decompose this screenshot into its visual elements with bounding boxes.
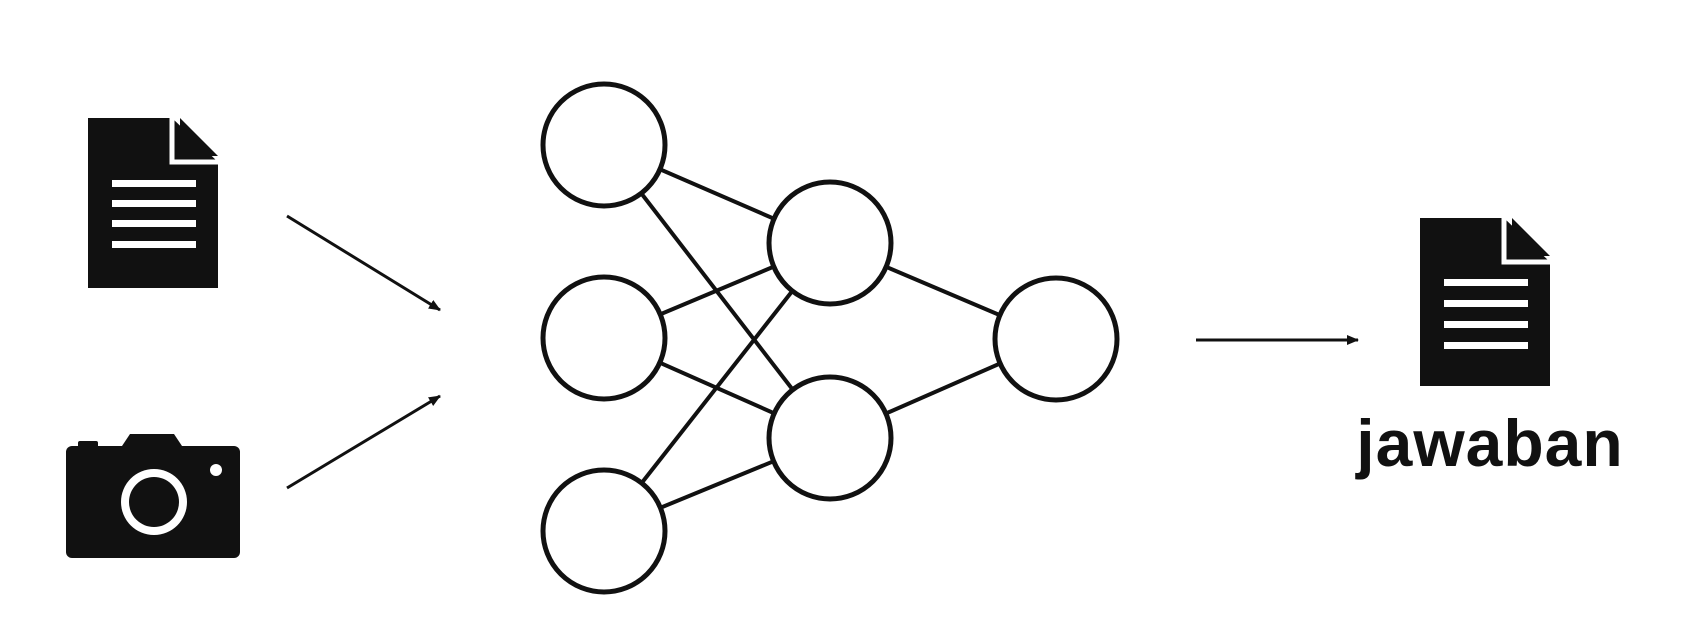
input-arrow-document: [286, 214, 441, 312]
output-label: jawaban: [1356, 406, 1624, 480]
network-nodes: [540, 81, 1120, 595]
hidden-node: [766, 374, 894, 502]
input-arrow-camera: [286, 394, 441, 490]
document-icon: [88, 118, 218, 288]
hidden-node: [766, 179, 894, 307]
camera-icon: [66, 434, 240, 558]
input-node: [540, 274, 668, 402]
output-node: [992, 275, 1120, 403]
input-node: [540, 467, 668, 595]
input-node: [540, 81, 668, 209]
document-icon: [1420, 218, 1550, 386]
